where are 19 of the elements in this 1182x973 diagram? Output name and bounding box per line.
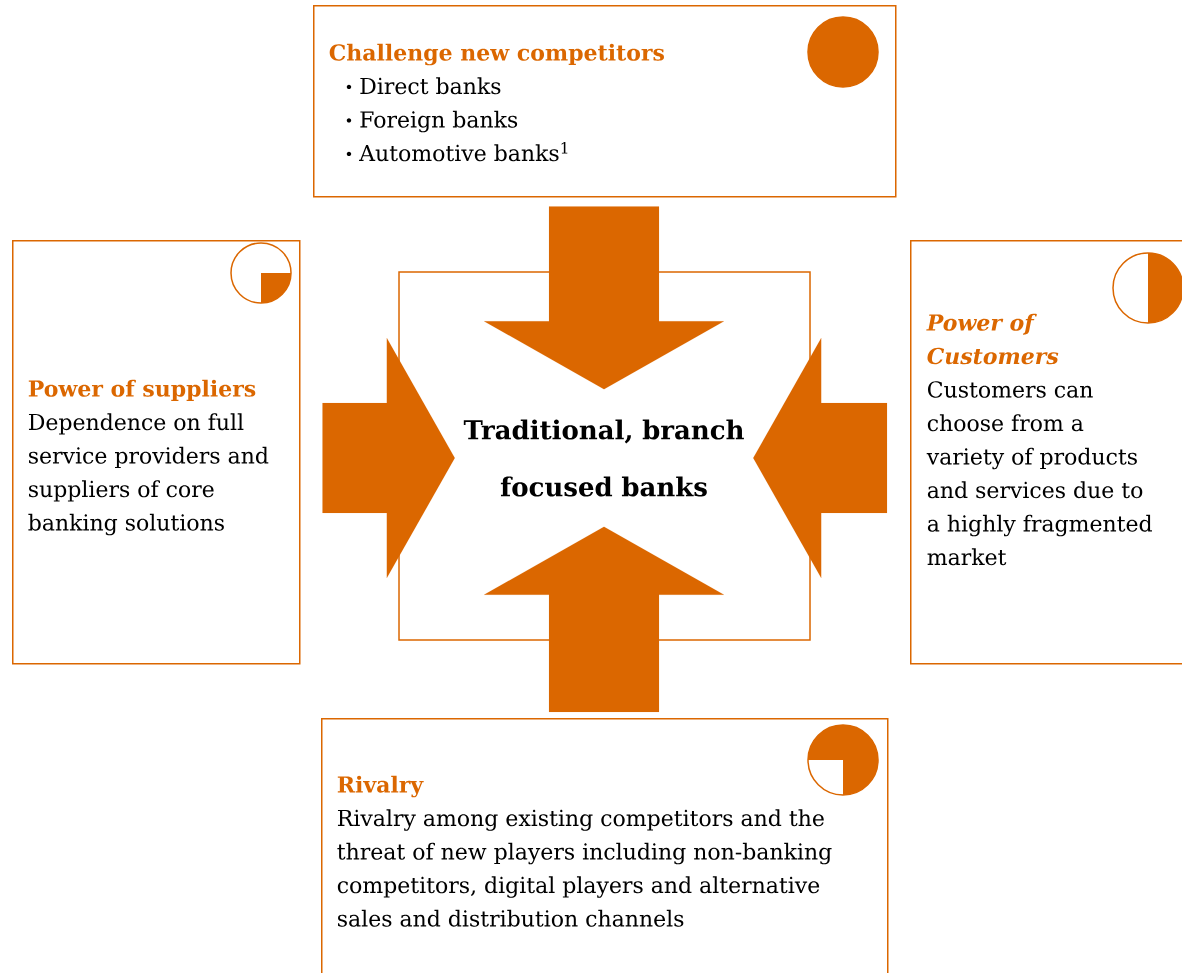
block-arrow xyxy=(753,337,888,579)
box-heading: Rivalry xyxy=(337,775,424,798)
bullet-item: Automotive banks$^{1}$ xyxy=(346,142,568,162)
center-title: Traditional, branch focused banks xyxy=(463,419,744,497)
bullet-item: Foreign banks xyxy=(346,110,518,133)
box-text: Rivalry among existing competitors and the threat of new players including non-banking competitors, digital players and alternative sales and distribution channels xyxy=(337,809,832,927)
force-box xyxy=(12,240,301,665)
box-heading: Challenge new competitors xyxy=(329,43,664,66)
box-text: Dependence on full service providers and suppliers of core banking solutions xyxy=(28,413,269,536)
block-arrow xyxy=(483,206,725,390)
force-box xyxy=(313,5,897,198)
box-heading: Power of suppliers xyxy=(28,379,256,402)
bullet-item: Direct banks xyxy=(346,77,501,95)
force-box xyxy=(321,718,889,973)
force-box xyxy=(910,240,1182,665)
box-heading: Power of Customers xyxy=(926,313,1059,365)
block-arrow xyxy=(483,526,725,713)
block-arrow xyxy=(322,337,455,579)
box-text: Customers can choose from a variety of products and services due to a highly fragmented market xyxy=(926,381,1152,566)
